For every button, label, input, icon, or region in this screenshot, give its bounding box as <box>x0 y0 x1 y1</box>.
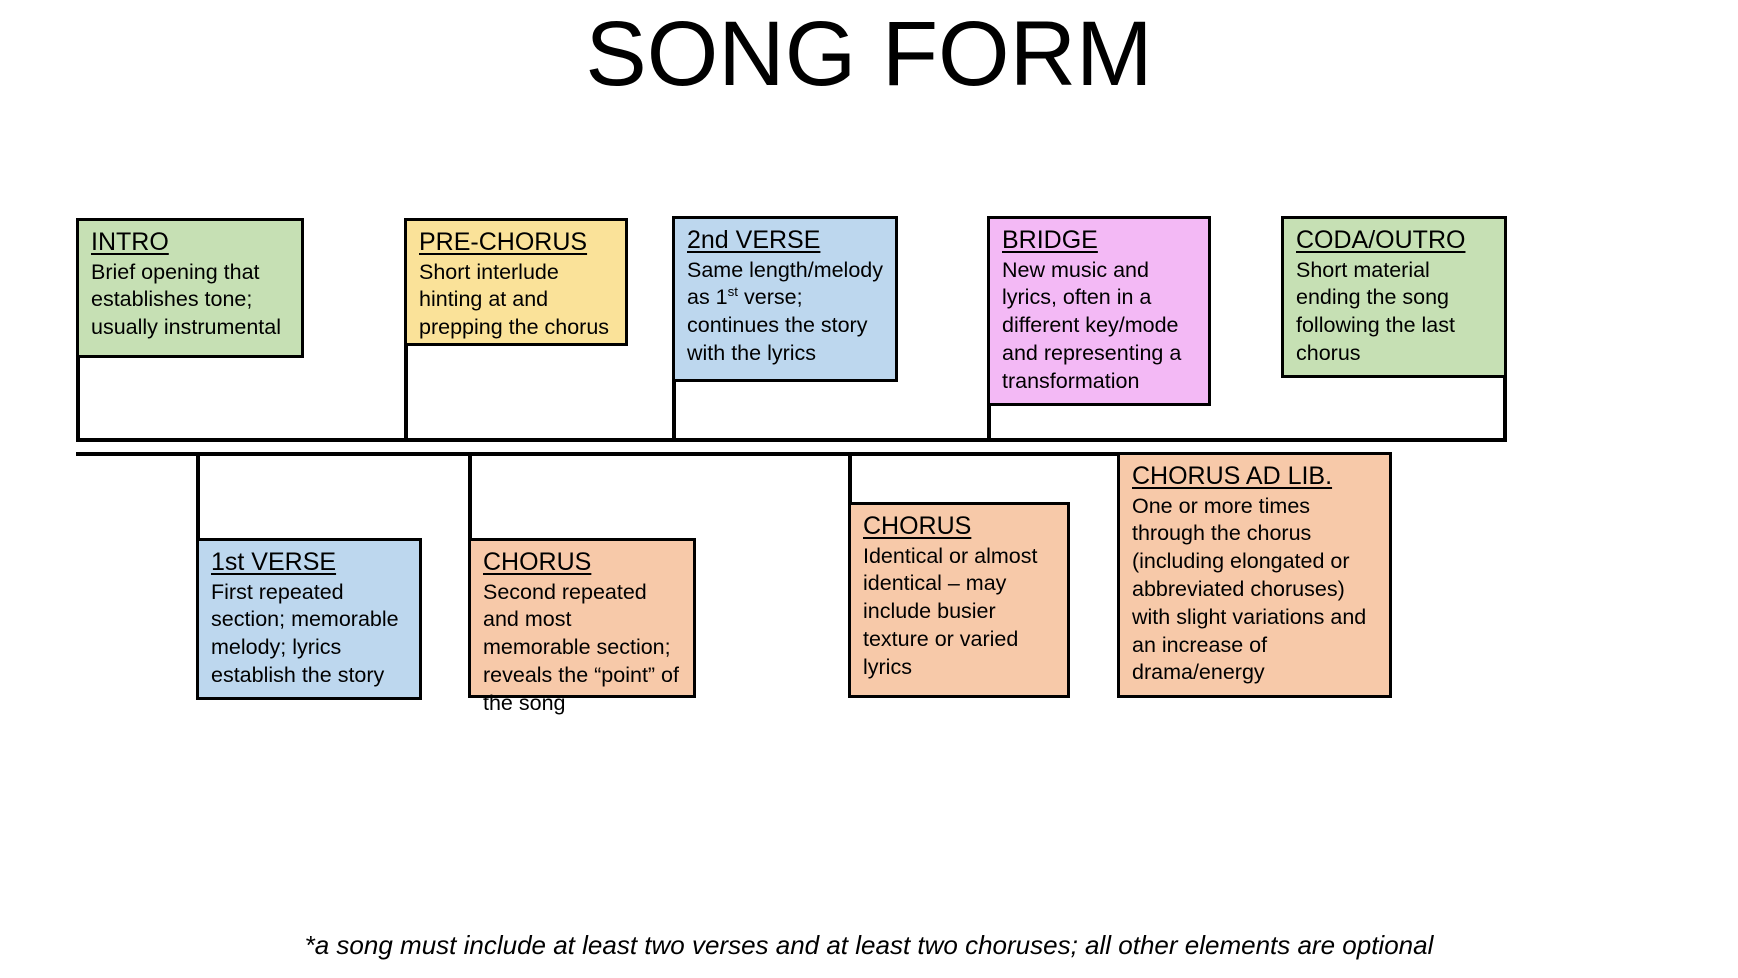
box-intro-heading: INTRO <box>91 228 169 256</box>
connector-chorus2-riser <box>848 452 852 502</box>
box-chorus-ad-lib-heading: CHORUS AD LIB. <box>1132 462 1333 490</box>
box-bridge-body: New music and lyrics, often in a differe… <box>1002 257 1182 393</box>
box-chorus-2[interactable]: CHORUS Identical or almost identical – m… <box>848 502 1070 698</box>
connector-1stverse-riser <box>196 452 200 540</box>
connector-intro-drop <box>76 356 80 442</box>
connector-lower-spine <box>76 452 1373 456</box>
box-pre-chorus-heading: PRE-CHORUS <box>419 228 588 256</box>
connector-upper-spine <box>76 438 1507 442</box>
box-chorus-ad-lib[interactable]: CHORUS AD LIB. One or more times through… <box>1117 452 1392 698</box>
footnote: *a song must include at least two verses… <box>304 930 1434 960</box>
box-chorus-1-heading: CHORUS <box>483 548 592 576</box>
box-second-verse-body: Same length/melody as 1st verse; continu… <box>687 257 885 368</box>
connector-2ndverse-drop <box>672 380 676 442</box>
second-verse-body-pre: Same length/melody as 1 <box>687 257 883 310</box>
connector-chorus1-riser <box>468 452 472 540</box>
box-bridge[interactable]: BRIDGE New music and lyrics, often in a … <box>987 216 1211 406</box>
box-chorus-1[interactable]: CHORUS Second repeated and most memorabl… <box>468 538 696 715</box>
box-second-verse[interactable]: 2nd VERSE Same length/melody as 1st vers… <box>672 216 898 382</box>
box-second-verse-heading: 2nd VERSE <box>687 226 821 254</box>
connector-prechorus-drop <box>404 344 408 442</box>
connector-bridge-drop <box>987 404 991 442</box>
box-coda-outro[interactable]: CODA/OUTRO Short material ending the son… <box>1281 216 1507 378</box>
page-title: SONG FORM <box>585 3 1153 105</box>
box-chorus-1-body: Second repeated and most memorable secti… <box>483 579 679 715</box>
box-coda-outro-body: Short material ending the song following… <box>1296 257 1455 365</box>
connector-coda-drop <box>1503 376 1507 442</box>
second-verse-body-post: verse; continues the story with the lyri… <box>687 285 868 365</box>
box-coda-outro-heading: CODA/OUTRO <box>1296 226 1466 254</box>
box-intro-body: Brief opening that establishes tone; usu… <box>91 259 282 340</box>
box-chorus-ad-lib-body: One or more times through the chorus (in… <box>1132 493 1367 685</box>
box-first-verse-heading: 1st VERSE <box>211 548 337 576</box>
box-pre-chorus[interactable]: PRE-CHORUS Short interlude hinting at an… <box>404 218 628 346</box>
second-verse-body-sup: st <box>727 284 739 300</box>
box-pre-chorus-body: Short interlude hinting at and prepping … <box>419 259 610 340</box>
box-chorus-2-heading: CHORUS <box>863 512 972 540</box>
box-bridge-heading: BRIDGE <box>1002 226 1098 254</box>
box-chorus-2-body: Identical or almost identical – may incl… <box>863 543 1038 679</box>
box-first-verse-body: First repeated section; memorable melody… <box>211 579 399 687</box>
box-first-verse[interactable]: 1st VERSE First repeated section; memora… <box>196 538 422 700</box>
box-intro[interactable]: INTRO Brief opening that establishes ton… <box>76 218 304 358</box>
